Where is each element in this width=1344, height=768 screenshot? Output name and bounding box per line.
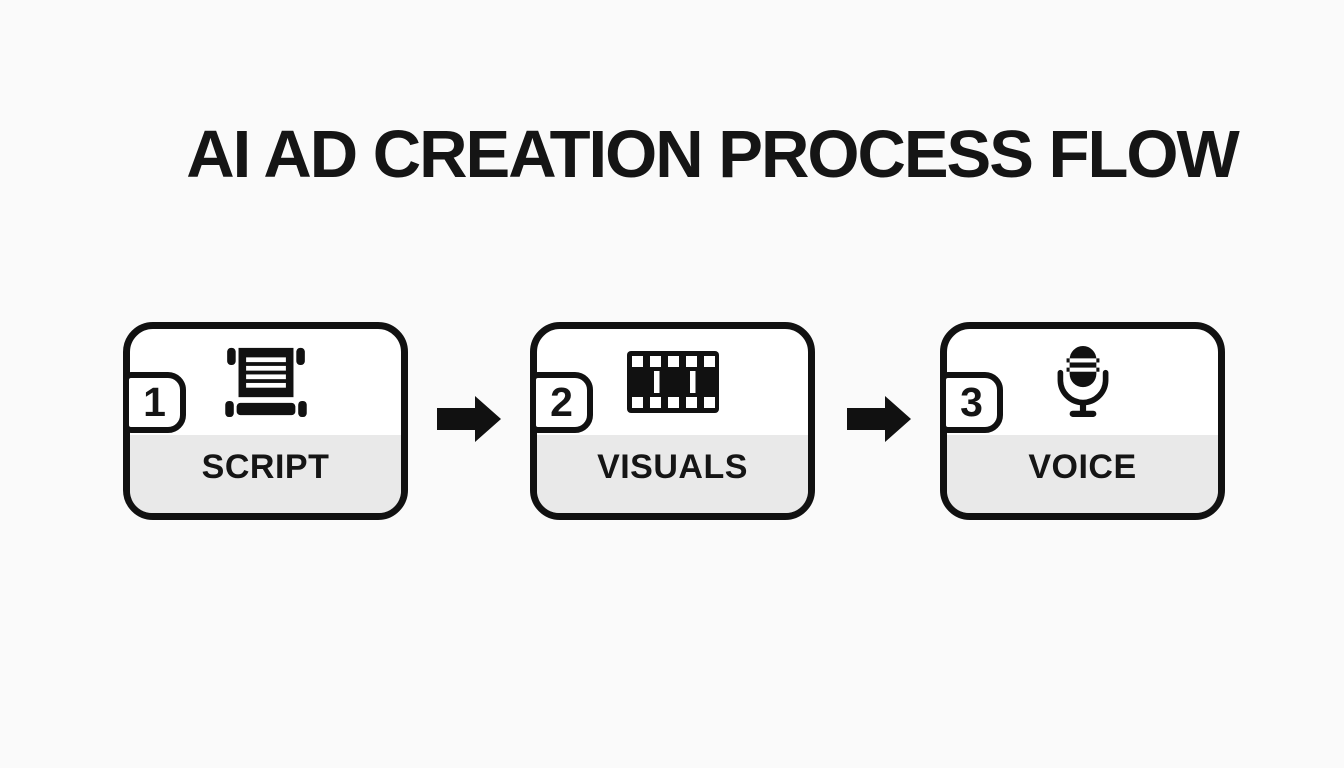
step-box-voice: VOICE 3: [940, 322, 1225, 520]
microphone-icon: [1052, 345, 1114, 419]
step-number: 2: [550, 379, 573, 425]
step-number: 3: [960, 379, 983, 425]
step-number-badge: 1: [123, 372, 186, 433]
step-number-badge: 2: [530, 372, 593, 433]
film-strip-icon: [626, 351, 719, 413]
step-label: SCRIPT: [201, 447, 330, 486]
step-box-script: SCRIPT 1: [123, 322, 408, 520]
step-label-band: VISUALS: [537, 435, 808, 513]
arrow-right-icon: [437, 394, 503, 444]
step-icon-area: [130, 329, 401, 435]
step-icon-area: [537, 329, 808, 435]
diagram-title: AI AD CREATION PROCESS FLOW: [186, 117, 1240, 192]
step-number-badge: 3: [940, 372, 1003, 433]
step-label-band: SCRIPT: [130, 435, 401, 513]
step-label-band: VOICE: [947, 435, 1218, 513]
step-label: VISUALS: [597, 447, 748, 486]
scroll-icon: [223, 346, 309, 418]
step-box-visuals: VISUALS 2: [530, 322, 815, 520]
step-icon-area: [947, 329, 1218, 435]
arrow-right-icon: [847, 394, 913, 444]
step-number: 1: [143, 379, 166, 425]
step-label: VOICE: [1028, 447, 1137, 486]
